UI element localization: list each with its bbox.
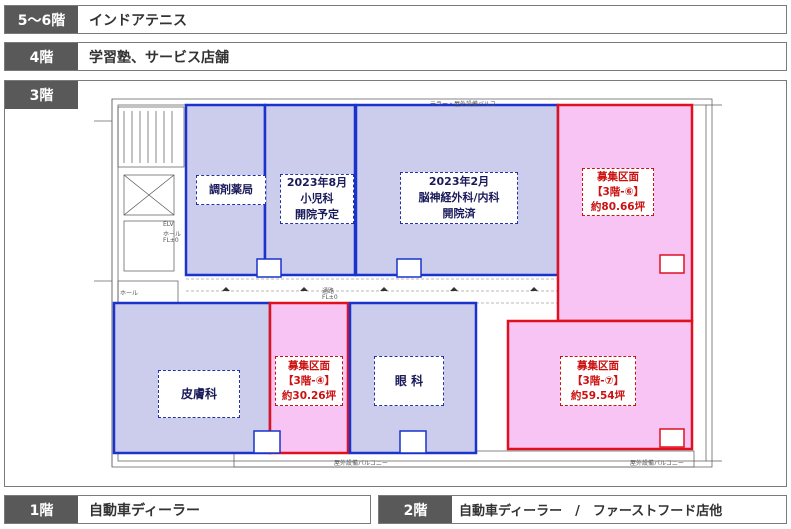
- pharmacy-label: 調剤薬局: [196, 175, 266, 205]
- floor-row-2: 2階 自動車ディーラー / ファーストフード店他: [378, 495, 787, 524]
- eye-label: 眼 科: [374, 356, 444, 406]
- floor-tenant-5-6: インドアテニス: [89, 12, 187, 29]
- elv-label: ELV: [163, 221, 174, 228]
- floor-label-4: 4階: [5, 43, 78, 70]
- balcony2-label: 屋外設備バルコニー: [630, 460, 684, 467]
- floor-label-2: 2階: [379, 496, 452, 523]
- floor-label-3: 3階: [5, 81, 78, 109]
- hall2-label: ホール: [120, 290, 139, 297]
- unit-3-7-label: 募集区面 【3階-⑦】 約59.54坪: [560, 356, 636, 406]
- floor-label-1: 1階: [5, 496, 78, 523]
- unit-3-6-label: 募集区面 【3階-⑥】 約80.66坪: [582, 168, 654, 216]
- floor-plan-3: [94, 98, 722, 468]
- pediatrics-label: 2023年8月 小児科 開院予定: [280, 174, 354, 224]
- neuro-label: 2023年2月 脳神経外科/内科 開院済: [400, 172, 518, 224]
- corridor-fl-label: FL±0: [322, 294, 338, 301]
- floor-row-1: 1階 自動車ディーラー: [4, 495, 371, 524]
- balcony-label: 屋外設備バルコニー: [334, 460, 388, 467]
- floor-tenant-1: 自動車ディーラー: [89, 502, 201, 519]
- unit-3-4-label: 募集区面 【3階-④】 約30.26坪: [275, 356, 343, 406]
- hall-label: ホール: [163, 231, 182, 238]
- fl-label: FL±0: [163, 237, 179, 244]
- floor-row-5-6: 5〜6階 インドアテニス: [4, 5, 787, 34]
- terrace-label: テラー・屋外設備バルコ: [430, 101, 496, 108]
- floor-tenant-2: 自動車ディーラー / ファーストフード店他: [459, 504, 723, 519]
- corridor-label: 通路: [322, 288, 335, 295]
- dermatology-label: 皮膚科: [158, 370, 240, 418]
- floor-label-5-6: 5〜6階: [5, 6, 78, 33]
- floor-row-4: 4階 学習塾、サービス店舗: [4, 42, 787, 71]
- floor-tenant-4: 学習塾、サービス店舗: [89, 49, 229, 66]
